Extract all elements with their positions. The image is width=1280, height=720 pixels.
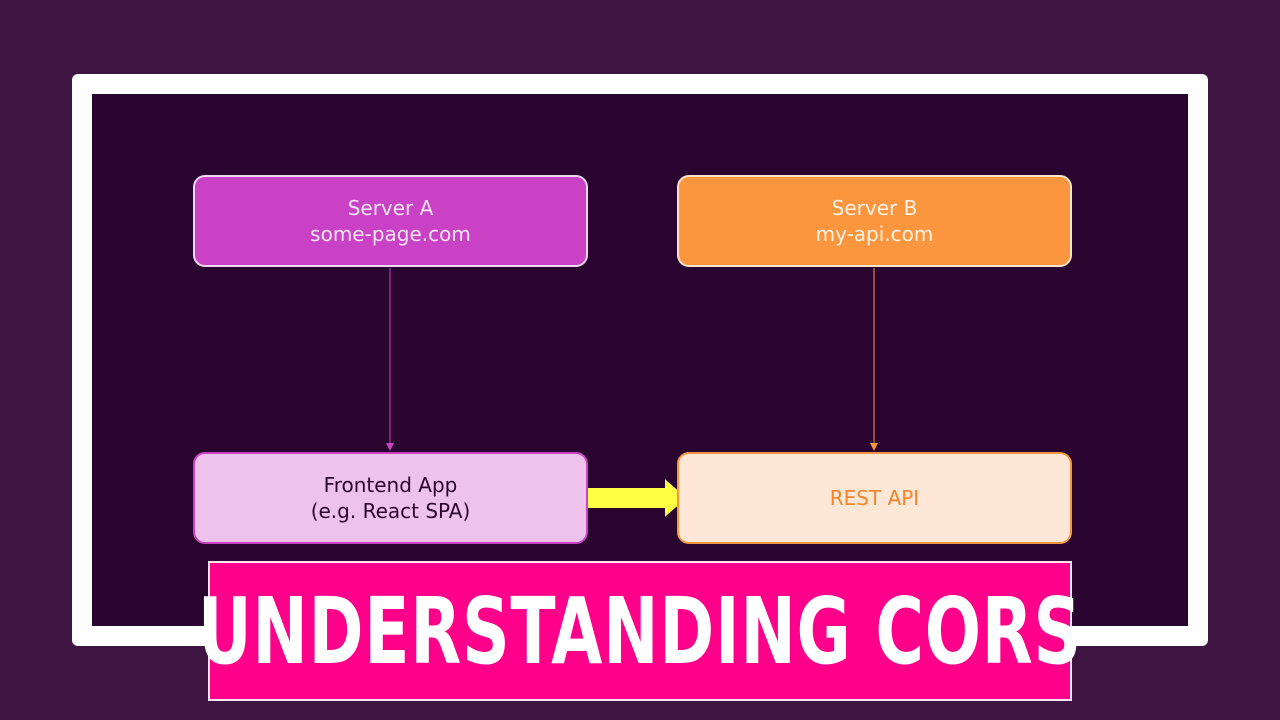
server-a-title: Server A — [347, 196, 434, 220]
frontend-app-node: Frontend App (e.g. React SPA) — [193, 452, 588, 544]
server-b-domain: my-api.com — [815, 222, 934, 246]
rest-api-node: REST API — [677, 452, 1072, 544]
banner-title: UNDERSTANDING CORS — [198, 577, 1083, 685]
server-a-domain: some-page.com — [310, 222, 471, 246]
server-b-title: Server B — [831, 196, 918, 220]
frontend-app-title: Frontend App — [323, 473, 458, 497]
server-a-node: Server A some-page.com — [193, 175, 588, 267]
diagram-canvas — [92, 94, 1188, 626]
server-b-node: Server B my-api.com — [677, 175, 1072, 267]
rest-api-title: REST API — [829, 486, 920, 510]
title-banner: UNDERSTANDING CORS — [198, 561, 1081, 701]
frontend-app-example: (e.g. React SPA) — [310, 499, 471, 523]
